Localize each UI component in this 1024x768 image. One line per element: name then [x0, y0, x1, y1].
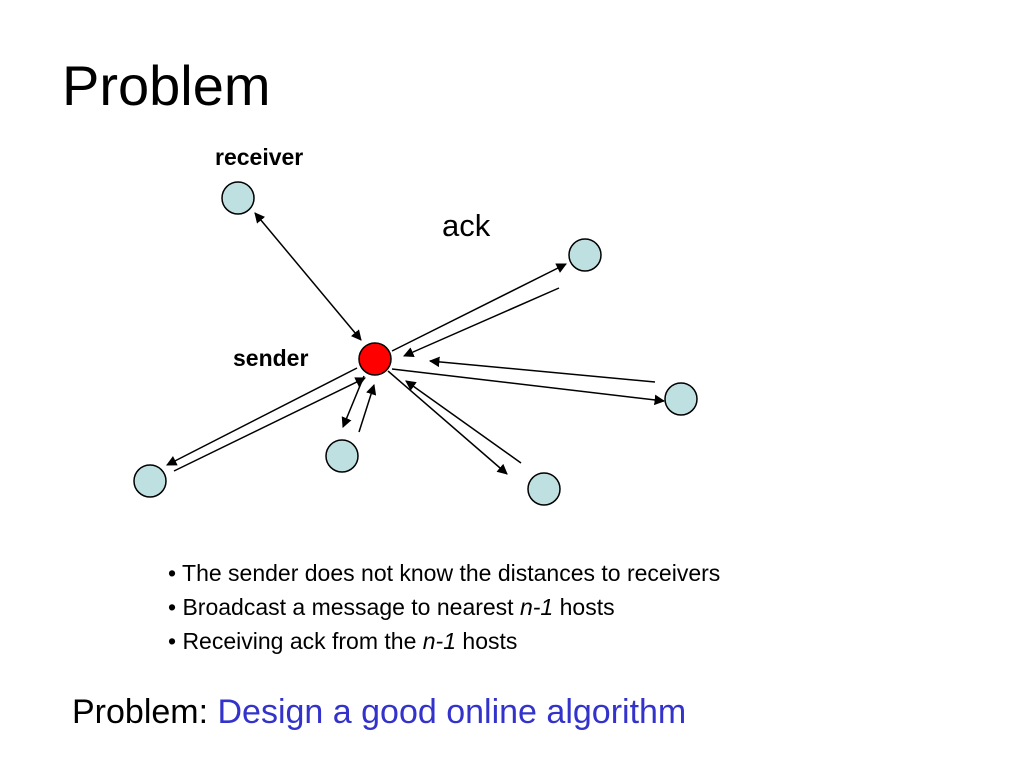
sender-node: [358, 342, 392, 376]
ack-label: ack: [442, 208, 491, 243]
ack-arrow-bottom-left: [173, 377, 366, 472]
bullet-item: • The sender does not know the distances…: [168, 560, 721, 586]
ack-arrow-right: [428, 356, 656, 383]
bullet-list: • The sender does not know the distances…: [168, 556, 720, 658]
ack-arrow-bottom-center: [358, 383, 377, 433]
ack-arrow-bottom-right: [405, 380, 522, 464]
ack-arrow-top-right: [403, 287, 560, 358]
problem-statement: Problem: Design a good online algorithm: [72, 695, 686, 729]
message-arrow-top-right: [391, 263, 567, 352]
sender-label: sender: [233, 345, 309, 371]
bullet-item: • Receiving ack from the n-1 hosts: [168, 628, 518, 654]
message-arrow-right: [391, 368, 666, 406]
problem-prefix: Problem:: [72, 693, 218, 731]
host-node-bottom-right: [527, 472, 561, 506]
message-arrow-bottom-right: [387, 370, 508, 475]
problem-accent-text: Design a good online algorithm: [217, 693, 687, 731]
bullet-item: • Broadcast a message to nearest n-1 hos…: [168, 594, 615, 620]
host-node-bottom-center: [325, 439, 359, 473]
receiver-label: receiver: [215, 144, 304, 170]
host-node-right: [664, 382, 698, 416]
page-title: Problem: [62, 54, 271, 117]
message-arrow-bottom-left: [166, 367, 358, 466]
host-node-top-right: [568, 238, 602, 272]
receiver-node: [221, 181, 255, 215]
receiver-link-arrow: [254, 212, 362, 341]
host-node-bottom-left: [133, 464, 167, 498]
